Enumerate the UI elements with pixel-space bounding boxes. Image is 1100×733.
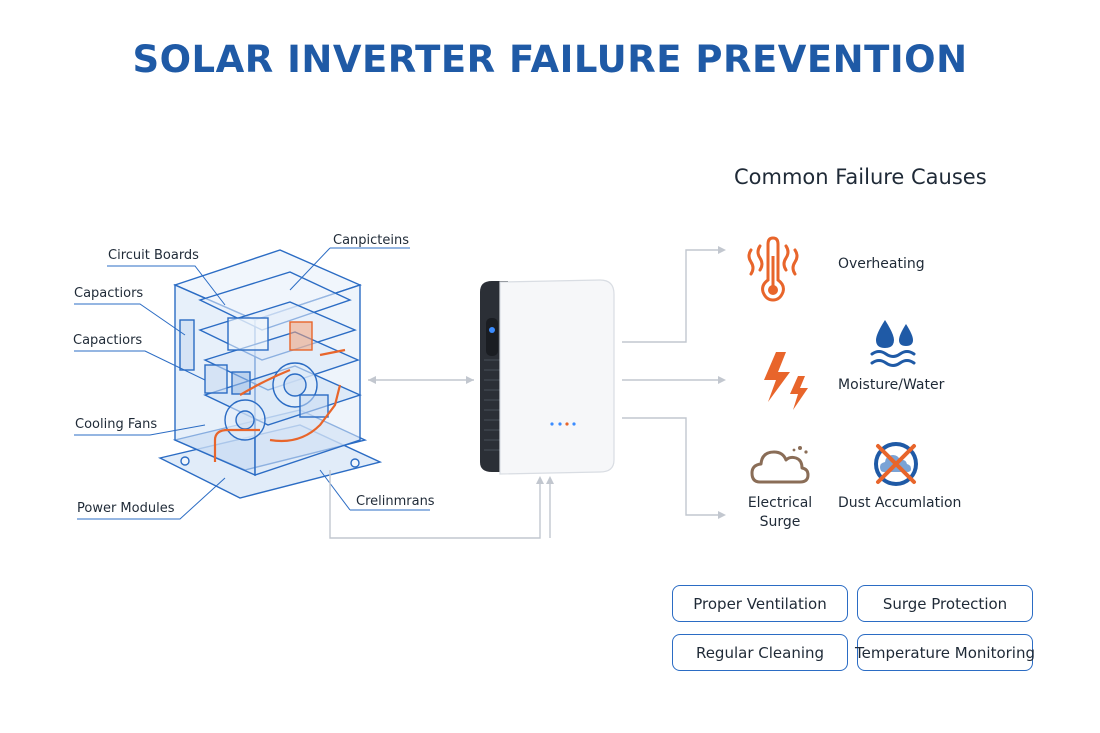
prevention-tips-grid: Proper Ventilation Surge Protection Regu… xyxy=(672,585,1036,671)
tip-surge-protection[interactable]: Surge Protection xyxy=(857,585,1033,622)
callout-leaders xyxy=(74,247,430,520)
label-circuit-boards: Circuit Boards xyxy=(108,248,199,263)
label-bottom-right-component: Crelinmrans xyxy=(356,494,435,509)
tip-regular-cleaning[interactable]: Regular Cleaning xyxy=(672,634,848,671)
label-power-modules: Power Modules xyxy=(77,501,175,516)
cause-label-overheating: Overheating xyxy=(838,256,925,272)
lightning-bolt-icon xyxy=(764,352,808,410)
connector-lines xyxy=(329,249,724,539)
cause-label-electrical-line2: Surge xyxy=(759,514,801,530)
water-drops-icon xyxy=(870,320,916,367)
page-title: SOLAR INVERTER FAILURE PREVENTION xyxy=(132,38,968,81)
label-cooling-fans: Cooling Fans xyxy=(75,417,158,432)
thermometer-heat-icon xyxy=(747,236,799,302)
label-capacitors-top: Capactiors xyxy=(74,286,144,301)
inverter-unit xyxy=(480,279,615,475)
label-capacitors-right: Canpicteins xyxy=(333,233,410,248)
causes-section-title: Common Failure Causes xyxy=(734,165,987,189)
cause-label-electrical-line1: Electrical xyxy=(747,495,813,511)
internal-wiring xyxy=(213,348,346,462)
tip-temperature-monitoring[interactable]: Temperature Monitoring xyxy=(855,634,1035,671)
cause-label-dust: Dust Accumlation xyxy=(838,495,962,511)
connector-arrowheads xyxy=(368,246,726,519)
tip-proper-ventilation[interactable]: Proper Ventilation xyxy=(672,585,848,622)
label-capacitors-mid: Capactiors xyxy=(73,333,143,348)
cause-label-moisture: Moisture/Water xyxy=(838,377,945,393)
cause-label-electrical-surge: Electrical Surge xyxy=(744,494,816,532)
no-dust-icon xyxy=(874,442,918,486)
dust-cloud-icon xyxy=(750,446,810,484)
